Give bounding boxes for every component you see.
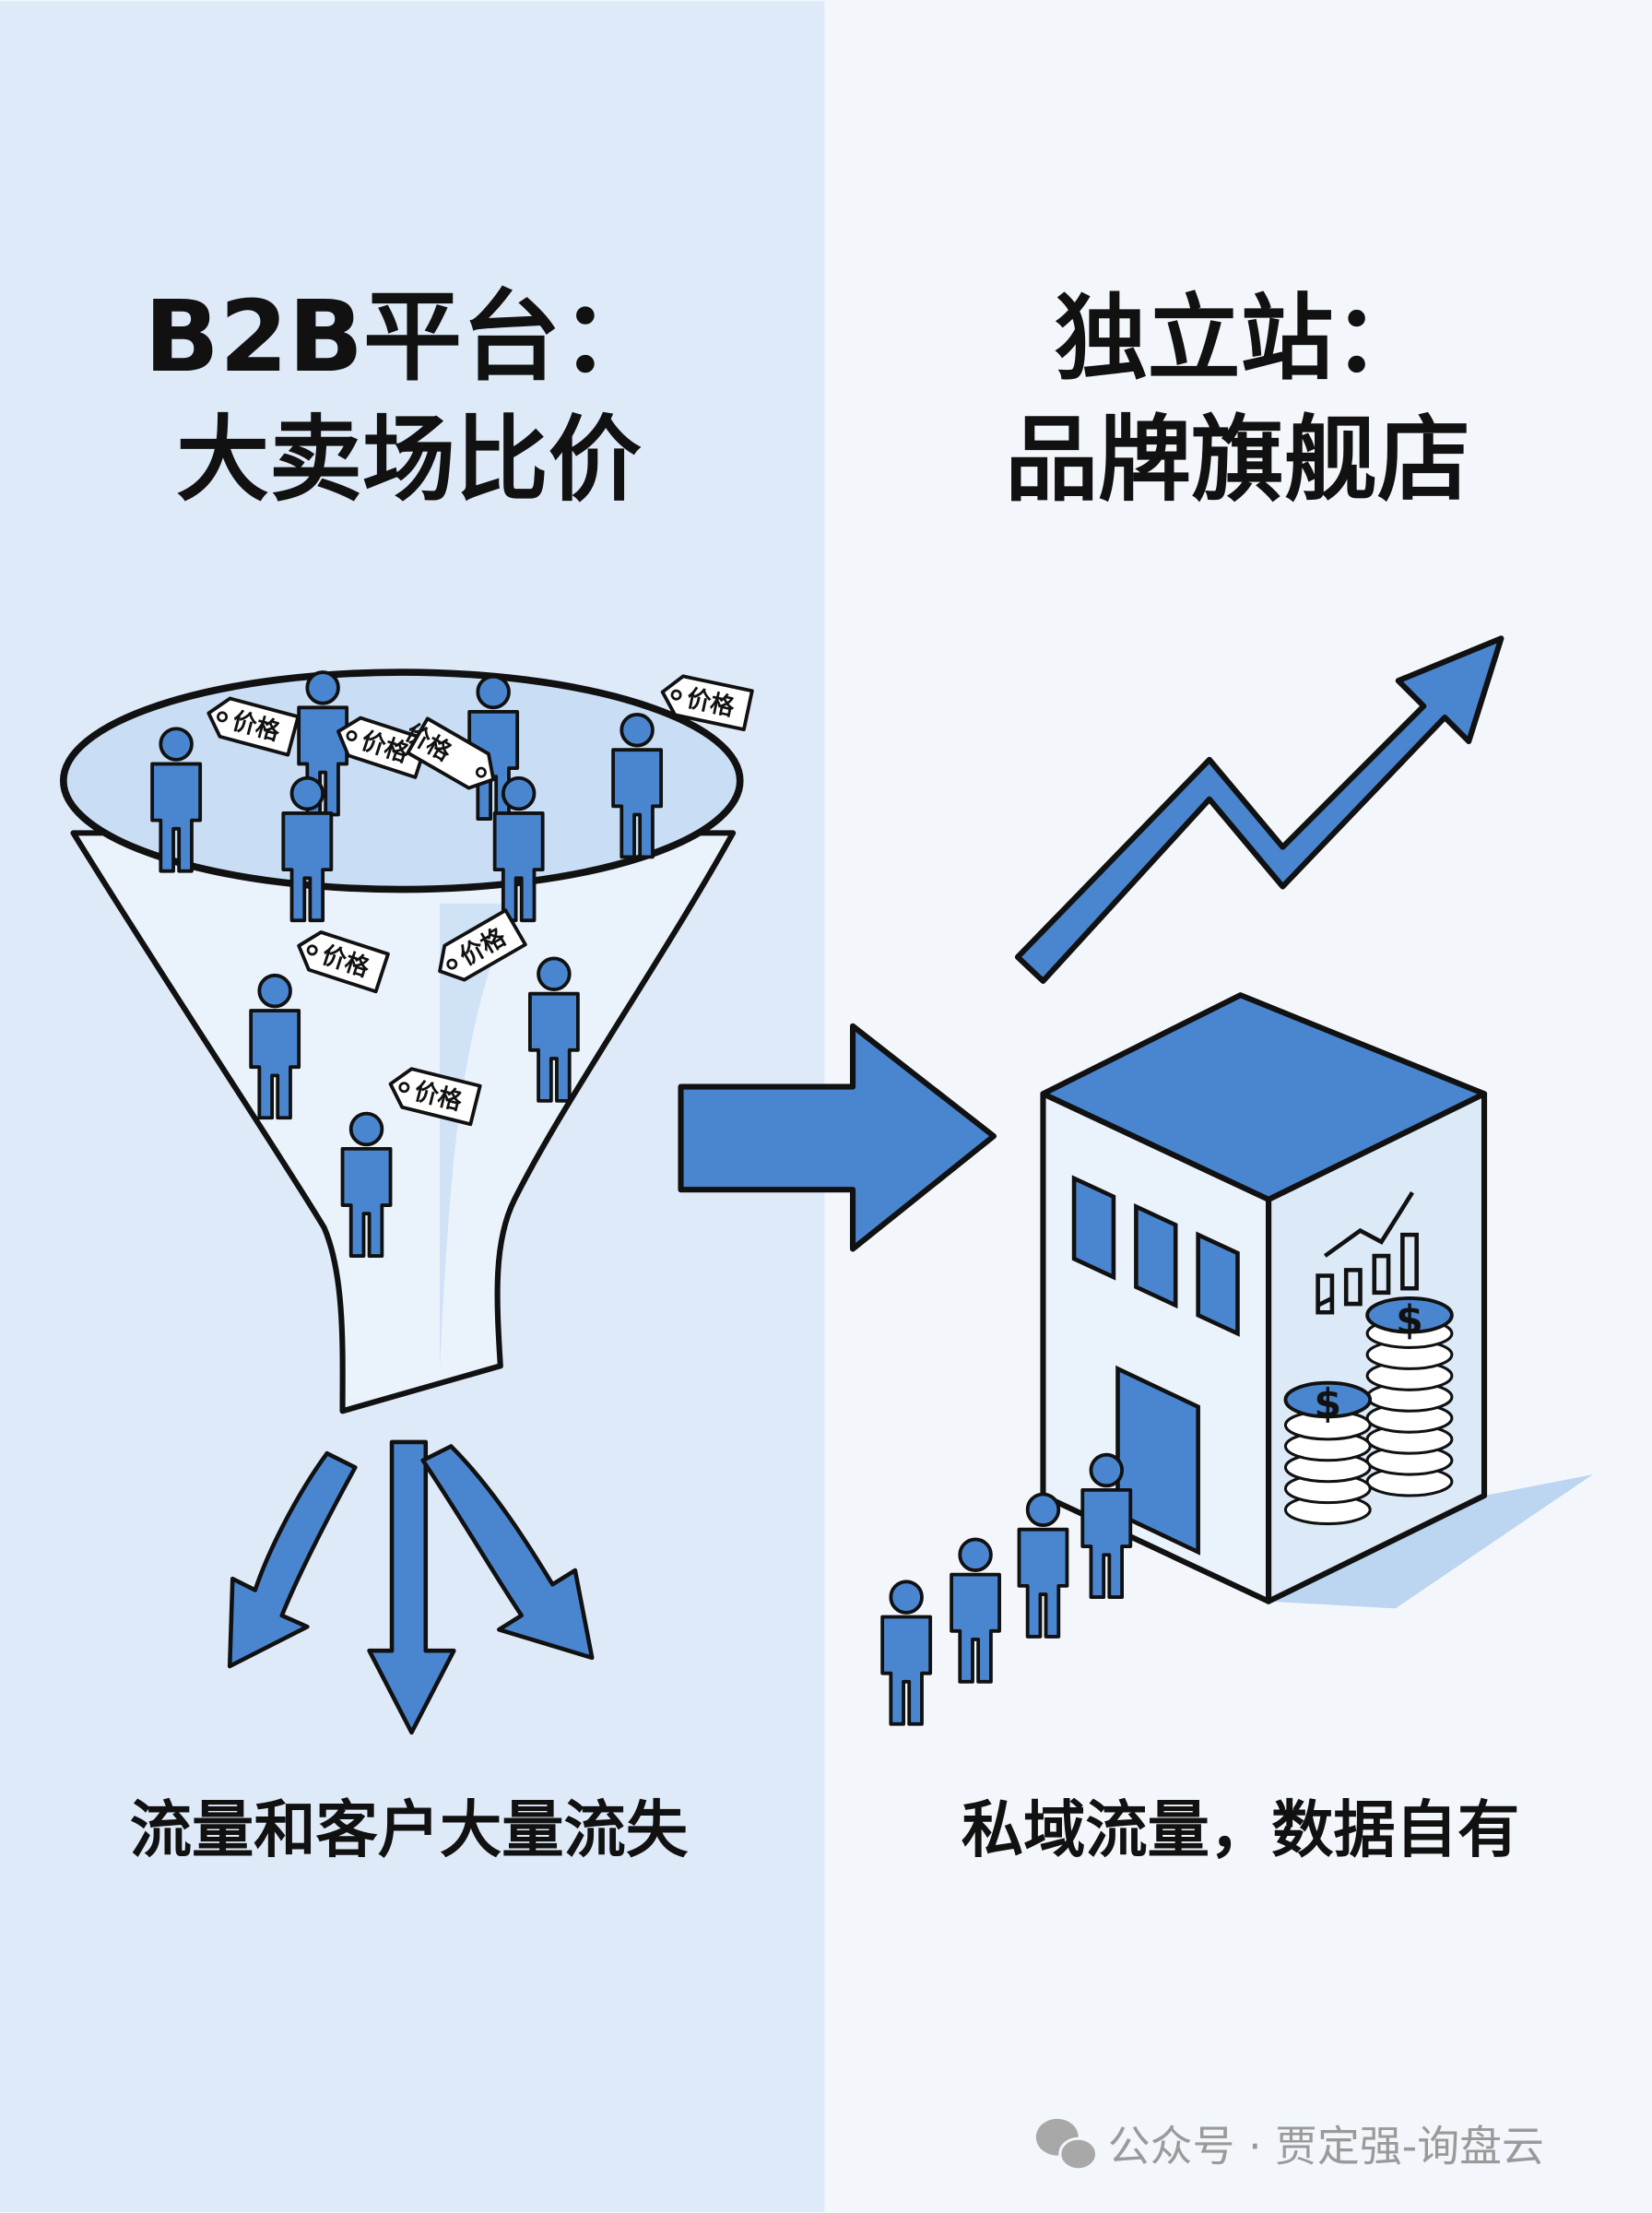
right-caption: 私域流量，数据自有: [962, 1793, 1519, 1865]
wechat-icon: [1035, 2118, 1099, 2172]
left-title-line1: B2B平台：: [144, 280, 659, 395]
coin-symbol: $: [1314, 1380, 1341, 1426]
growth-arrow: [1014, 635, 1504, 984]
watermark-text: 公众号 · 贾定强-询盘云: [1108, 2122, 1544, 2172]
brand-store-building: $ $: [880, 992, 1593, 1726]
price-tag: 价格: [290, 925, 390, 994]
left-title-line2: 大卖场比价: [176, 405, 642, 514]
watermark: 公众号 · 贾定强-询盘云: [1035, 2118, 1544, 2172]
price-tag: 价格: [330, 711, 430, 779]
coin-symbol: $: [1396, 1297, 1423, 1343]
price-tag: 价格: [656, 670, 754, 732]
right-title-line2: 品牌旗舰店: [1005, 405, 1470, 514]
coin-stack: $ $: [1283, 1296, 1454, 1526]
price-tag: 价格: [201, 692, 301, 757]
outflow-arrows: [227, 1439, 595, 1735]
funnel-illustration: 价格 价格 价格 价格 价格 价格 价格: [59, 669, 754, 1414]
transition-arrow: [678, 1023, 997, 1252]
left-caption: 流量和客户大量流失: [130, 1793, 689, 1865]
right-title-line1: 独立站：: [1055, 284, 1427, 393]
price-tag: 价格: [384, 1062, 482, 1127]
